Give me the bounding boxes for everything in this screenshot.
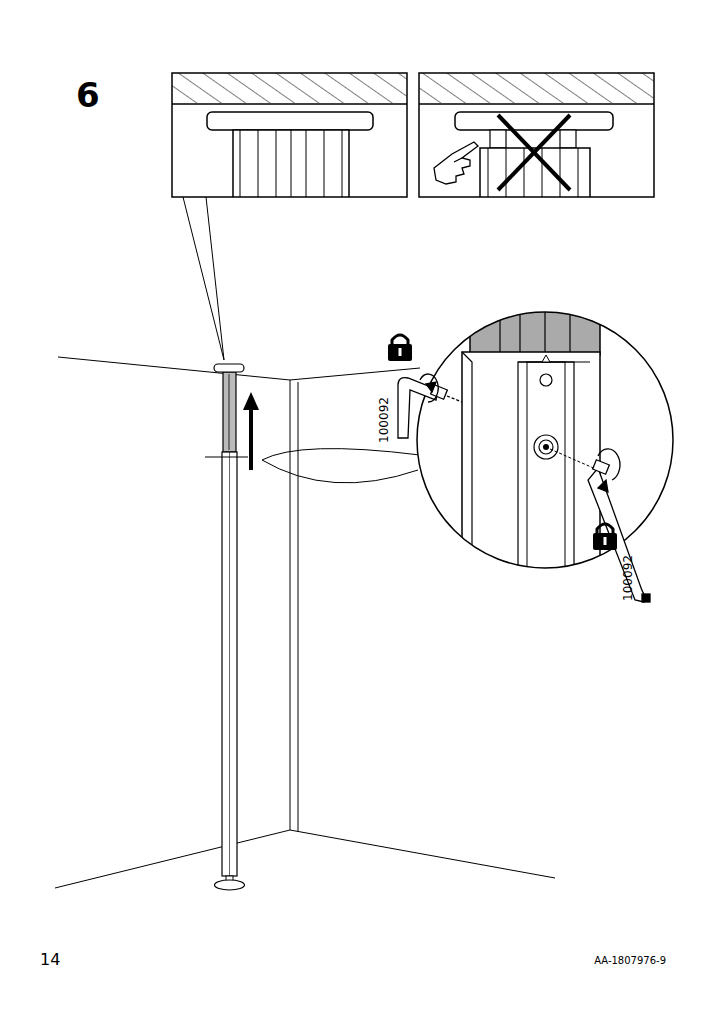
lock-icon bbox=[593, 524, 617, 550]
detail-circle bbox=[417, 290, 677, 582]
hand-icon bbox=[434, 142, 478, 184]
page-number: 14 bbox=[40, 952, 60, 968]
part-number: 100092 bbox=[378, 397, 390, 443]
step-number: 6 bbox=[76, 78, 100, 112]
pole bbox=[205, 364, 248, 890]
hex-key bbox=[398, 374, 462, 438]
incorrect-detail bbox=[419, 73, 654, 197]
document-code: AA-1807976-9 bbox=[594, 956, 666, 966]
part-number: 100092 bbox=[622, 555, 634, 601]
hex-key bbox=[588, 449, 650, 602]
correct-detail bbox=[172, 73, 407, 197]
lock-icon bbox=[388, 335, 412, 361]
